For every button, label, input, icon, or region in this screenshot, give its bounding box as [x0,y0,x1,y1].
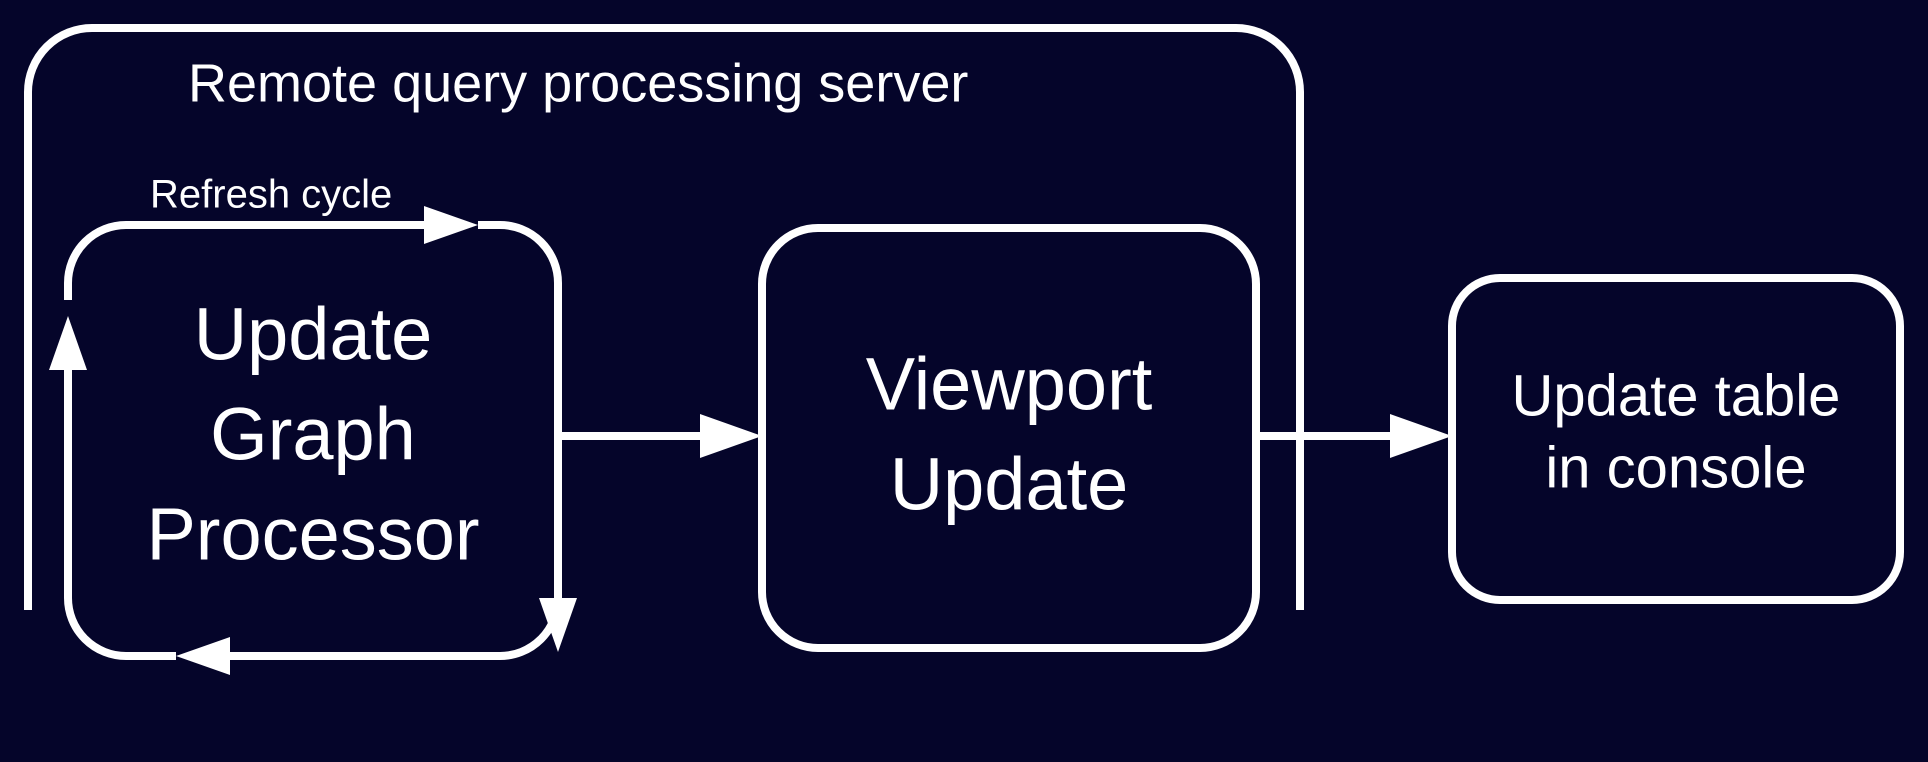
edge-viewport-to-table-arrowhead [1390,414,1452,458]
update-table-box [1448,274,1904,604]
viewport-update-node[interactable] [758,224,1260,652]
update-graph-processor-line-3: Processor [146,493,479,576]
update-table-node[interactable] [1448,274,1904,604]
loop-path-bottom [230,597,562,660]
loop-arrowhead-down [539,598,577,652]
update-table-line-2: in console [1545,435,1806,500]
update-graph-processor-line-1: Update [194,293,433,376]
viewport-update-line-2: Update [890,443,1129,526]
loop-path-top-left [64,221,424,300]
update-graph-processor-line-2: Graph [210,393,416,476]
viewport-update-line-1: Viewport [866,343,1153,426]
refresh-cycle-loop[interactable] [49,206,577,675]
viewport-update-box [758,224,1260,652]
loop-arrowhead-left [176,637,230,675]
container-outline [24,24,1304,610]
update-table-line-1: Update table [1512,363,1841,428]
edge-viewport-to-table[interactable] [1256,414,1452,458]
edge-graph-to-viewport-arrowhead [700,414,762,458]
edge-graph-to-viewport[interactable] [558,414,762,458]
loop-arrowhead-right [424,206,478,244]
loop-arrowhead-up [49,316,87,370]
remote-query-processing-server-container[interactable] [24,24,1304,610]
loop-path-left [64,370,176,660]
refresh-cycle-label: Refresh cycle [150,173,392,217]
loop-path-right [478,221,562,598]
container-title: Remote query processing server [188,53,968,113]
